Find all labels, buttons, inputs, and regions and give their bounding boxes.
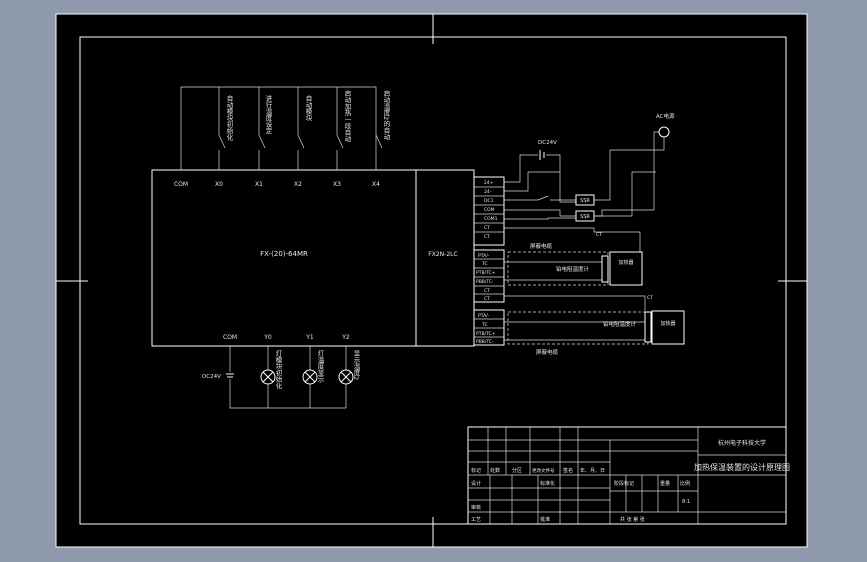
zone-2-sensor-label: 铂电阻温度计 — [603, 320, 637, 328]
header-mark: 标记 — [471, 467, 481, 474]
scale-label: 比例 — [680, 480, 690, 487]
input-label-2: 自动模块 — [304, 94, 312, 123]
lamp-label-2: 显示温度2 — [352, 350, 360, 380]
pin-ptb-1: PTB/TC+ — [476, 270, 496, 276]
temperature-module: FX2N-2LC 24+ 24- DC1 COM COM1 CT CT PTA/… — [415, 169, 505, 347]
approve-label: 批准 — [540, 516, 550, 523]
input-label-0: 自动模块初始化 — [225, 94, 233, 142]
lamp-icon — [338, 369, 354, 385]
ssr-2-label: SSR — [580, 214, 590, 220]
plc-input-x4: X4 — [372, 181, 380, 188]
stage-mark-label: 阶段标记 — [614, 480, 634, 487]
plc-input-x3: X3 — [333, 181, 341, 188]
header-change-doc: 更改文件号 — [532, 467, 555, 474]
pin-ct-1: CT — [484, 225, 490, 231]
scale-value: 8:1 — [682, 499, 690, 505]
pin-pta-2: PTA/- — [478, 313, 490, 319]
pin-tc-2: TC — [481, 322, 488, 328]
header-count: 处数 — [490, 467, 500, 474]
plc-block: FX-(20)-64MR COM X0 X1 X2 X3 X4 COM Y0 Y… — [151, 169, 417, 347]
pin-pbb-1: PBB/TC- — [476, 279, 494, 285]
power-wiring: DC24V SSR SSR AC电源 CT CT — [504, 112, 675, 311]
pin-com1: COM1 — [484, 216, 498, 222]
school-name: 杭州电子科技大学 — [718, 439, 766, 447]
sheet-count: 共 张 第 张 — [620, 516, 645, 523]
header-date: 年、月、日 — [580, 467, 605, 474]
zone-1-sensor-label: 铂电阻温度计 — [556, 265, 590, 273]
plc-output-y2: Y2 — [341, 334, 350, 341]
process-label: 工艺 — [471, 517, 481, 523]
plc-output-y0: Y0 — [263, 334, 272, 341]
zone-1-heater-label: 加热器 — [618, 259, 633, 266]
plc-input-com: COM — [174, 181, 188, 188]
dc24v-out-label: DC24V — [202, 374, 221, 380]
pin-ct-4: CT — [484, 296, 490, 302]
lamp-label-1: 灯温度显示 — [316, 349, 324, 383]
ac-power-label: AC电源 — [656, 112, 675, 120]
weight-label: 重量 — [660, 480, 670, 487]
pin-com: COM — [484, 207, 495, 213]
drawing-title: 加热保温装置的设计原理图 — [694, 462, 790, 472]
pin-ct-3: CT — [484, 288, 490, 294]
design-label: 设计 — [471, 480, 481, 487]
zone-1: 屏蔽电缆 铂电阻温度计 加热器 — [504, 242, 643, 286]
dc24v-top-label: DC24V — [538, 140, 557, 146]
lamp-label-0: 灯模块初始化 — [274, 349, 282, 391]
lamp-icon — [302, 369, 318, 385]
pin-dc1: DC1 — [484, 198, 494, 204]
zone-2: 铂电阻温度计 加热器 屏蔽电缆 — [504, 310, 685, 356]
pin-ptb-2: PTB/TC+ — [476, 331, 496, 337]
plc-model-label: FX-(20)-64MR — [260, 250, 308, 258]
zone-1-cable-label: 屏蔽电缆 — [530, 242, 553, 250]
pin-24m: 24- — [484, 189, 492, 195]
pin-ct-2: CT — [484, 234, 490, 240]
output-wiring: DC24V — [202, 346, 354, 409]
plc-output-com: COM — [223, 334, 237, 341]
plc-output-y1: Y1 — [305, 334, 314, 341]
input-label-4: 启动温度2的自动 — [382, 89, 390, 141]
input-wiring — [180, 86, 383, 170]
pin-24p: 24+ — [484, 180, 494, 186]
ssr-1-label: SSR — [580, 198, 590, 204]
audit-label: 审核 — [471, 504, 481, 511]
plc-input-x1: X1 — [255, 181, 263, 188]
pin-tc-1: TC — [481, 261, 488, 267]
module-name-label: FX2N-2LC — [428, 251, 457, 258]
plc-input-x2: X2 — [294, 181, 302, 188]
standard-label: 标准化 — [540, 480, 555, 487]
lamp-icon — [260, 369, 276, 385]
ct-label-2: CT — [647, 295, 653, 301]
title-block: 杭州电子科技大学 加热保温装置的设计原理图 标记 处数 分区 更改文件号 签名 … — [467, 426, 790, 525]
header-zone: 分区 — [512, 467, 522, 474]
header-sign: 签名 — [563, 467, 573, 474]
input-label-1: 进行温度设定 — [264, 95, 272, 136]
zone-2-heater-label: 加热器 — [660, 320, 675, 327]
plc-input-x0: X0 — [215, 181, 223, 188]
zone-2-cable-label: 屏蔽电缆 — [536, 348, 559, 356]
ct-label-1: CT — [596, 232, 602, 238]
input-label-3: 启动加热一段自动 — [343, 89, 351, 144]
pin-pta-1: PTA/- — [478, 253, 490, 259]
pin-pbb-2: PBB/TC- — [476, 339, 494, 345]
